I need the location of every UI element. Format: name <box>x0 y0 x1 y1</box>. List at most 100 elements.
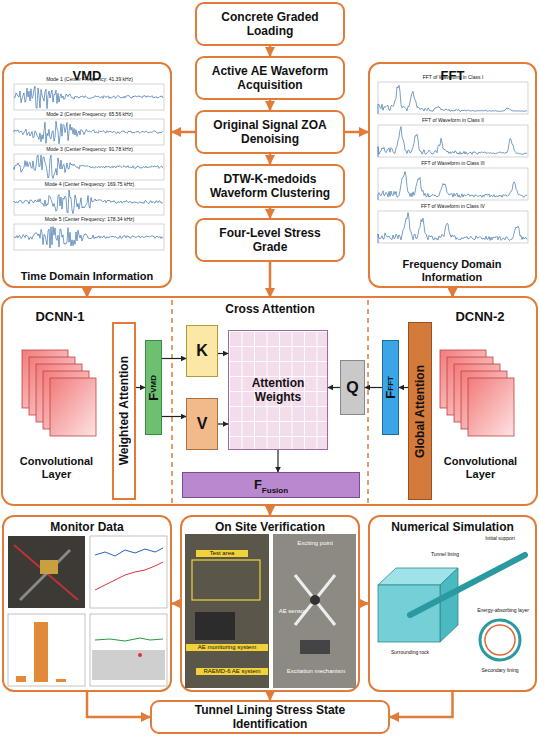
plot-frame <box>14 154 164 180</box>
plot-frame <box>14 189 164 215</box>
symbol-wrap: FFFT <box>382 376 400 399</box>
flow-arrow <box>277 450 278 472</box>
symbol-main: F <box>146 392 161 400</box>
attention-section: Cross AttentionKVAttention WeightsQFFusi… <box>172 297 368 505</box>
flow-arrow <box>451 288 454 297</box>
panel-title: FFT <box>370 68 535 84</box>
symbol-subscript: VMD <box>149 375 158 393</box>
plot-frame <box>378 168 528 200</box>
monitor-illustration <box>8 536 167 686</box>
flow-arrow <box>218 353 228 354</box>
waveform <box>14 155 163 179</box>
waveform-plots <box>14 84 164 250</box>
flow-arrow <box>269 208 272 218</box>
symbol-main: F <box>254 477 262 492</box>
flow-arrow <box>269 262 272 297</box>
feature-map <box>468 378 514 436</box>
attention-bar: Global Attention <box>408 322 432 500</box>
cable <box>20 550 70 600</box>
flow-arrow <box>218 423 228 424</box>
feature-map <box>461 371 507 429</box>
process-box: Original Signal ZOA Denoising <box>195 110 345 154</box>
photo <box>273 534 356 688</box>
chart <box>8 614 85 686</box>
flow-arrow <box>328 387 340 388</box>
bar-label: Weighted Attention <box>117 356 131 465</box>
flow-arrow <box>269 154 272 164</box>
panel-caption: Frequency Domain Information <box>392 258 512 284</box>
chart <box>90 536 167 608</box>
feature-map <box>447 357 493 415</box>
feature-box: FVMD <box>145 340 162 435</box>
waveform <box>14 121 163 144</box>
flow-arrow <box>269 692 272 700</box>
symbol-subscript: Fusion <box>262 486 288 495</box>
panel-caption: Time Domain Information <box>4 270 170 283</box>
area-outline <box>192 560 260 600</box>
box-label: Original Signal ZOA Denoising <box>205 118 335 147</box>
box-label: Q <box>346 378 358 397</box>
network-section: DCNN-1Convolutional LayerWeighted Attent… <box>2 297 172 505</box>
attention-grid: Attention Weights <box>228 330 328 450</box>
domain-panel: VMDTime Domain Information <box>2 62 172 288</box>
feature-map <box>454 364 500 422</box>
spectrum <box>378 172 527 200</box>
spectrum-plots <box>378 82 528 243</box>
panel-title: Numerical Simulation <box>370 520 535 534</box>
output-box: Tunnel Lining Stress State Identificatio… <box>150 700 390 734</box>
panel-title: On Site Verification <box>182 520 358 534</box>
box-label: V <box>197 414 208 433</box>
panel-caption: Convolutional Layer <box>428 455 533 481</box>
process-box: Active AE Waveform Acquisition <box>195 56 345 100</box>
plot-frame <box>378 82 528 114</box>
box-label: DTW-K-medoids Waveform Clustering <box>205 172 335 201</box>
exciter <box>300 640 330 654</box>
box-label: Four-Level Stress Grade <box>205 226 335 255</box>
flow-arrow <box>269 100 272 110</box>
process-box: Four-Level Stress Grade <box>195 218 345 262</box>
chart-line <box>95 638 163 641</box>
plot-frame <box>378 125 528 157</box>
bar <box>56 679 66 682</box>
result-panel: Numerical Simulation <box>368 515 537 692</box>
equipment <box>195 612 235 640</box>
attention-bar: Weighted Attention <box>112 322 136 500</box>
waveform <box>14 86 163 108</box>
flow-arrow <box>136 387 145 388</box>
feature-map <box>440 350 486 408</box>
flow-arrow <box>87 692 150 717</box>
lining-ring <box>485 625 515 655</box>
process-box: Concrete Graded Loading <box>195 2 345 46</box>
flow-arrow <box>365 387 382 388</box>
feature-box: FFFT <box>382 340 399 435</box>
value-box: V <box>186 398 218 450</box>
feature-map <box>50 378 96 436</box>
fixture <box>295 575 335 625</box>
conv-stack <box>440 350 514 436</box>
model-face <box>378 585 440 642</box>
section-divider <box>171 300 173 503</box>
chart-line <box>95 548 163 556</box>
bar-label: Global Attention <box>413 365 427 458</box>
conv-stack <box>22 350 96 436</box>
photo <box>185 534 269 688</box>
fixture <box>295 575 335 625</box>
photo <box>8 536 85 608</box>
cable <box>14 545 78 600</box>
bar <box>34 622 48 682</box>
result-panel: Monitor Data <box>2 515 172 692</box>
waveform <box>14 190 163 214</box>
spectrum <box>378 85 527 114</box>
flow-arrow <box>269 46 272 56</box>
flow-arrow <box>399 387 408 388</box>
band <box>92 650 165 680</box>
flow-arrow <box>162 358 186 359</box>
plot-frame <box>14 119 164 145</box>
flow-arrow <box>360 602 368 605</box>
plot-frame <box>14 224 164 250</box>
symbol-subscript: FFT <box>386 376 395 391</box>
key-box: K <box>186 325 218 377</box>
spectrum <box>378 127 527 157</box>
box-label: Attention Weights <box>237 376 319 405</box>
panel-caption: Convolutional Layer <box>4 455 109 481</box>
